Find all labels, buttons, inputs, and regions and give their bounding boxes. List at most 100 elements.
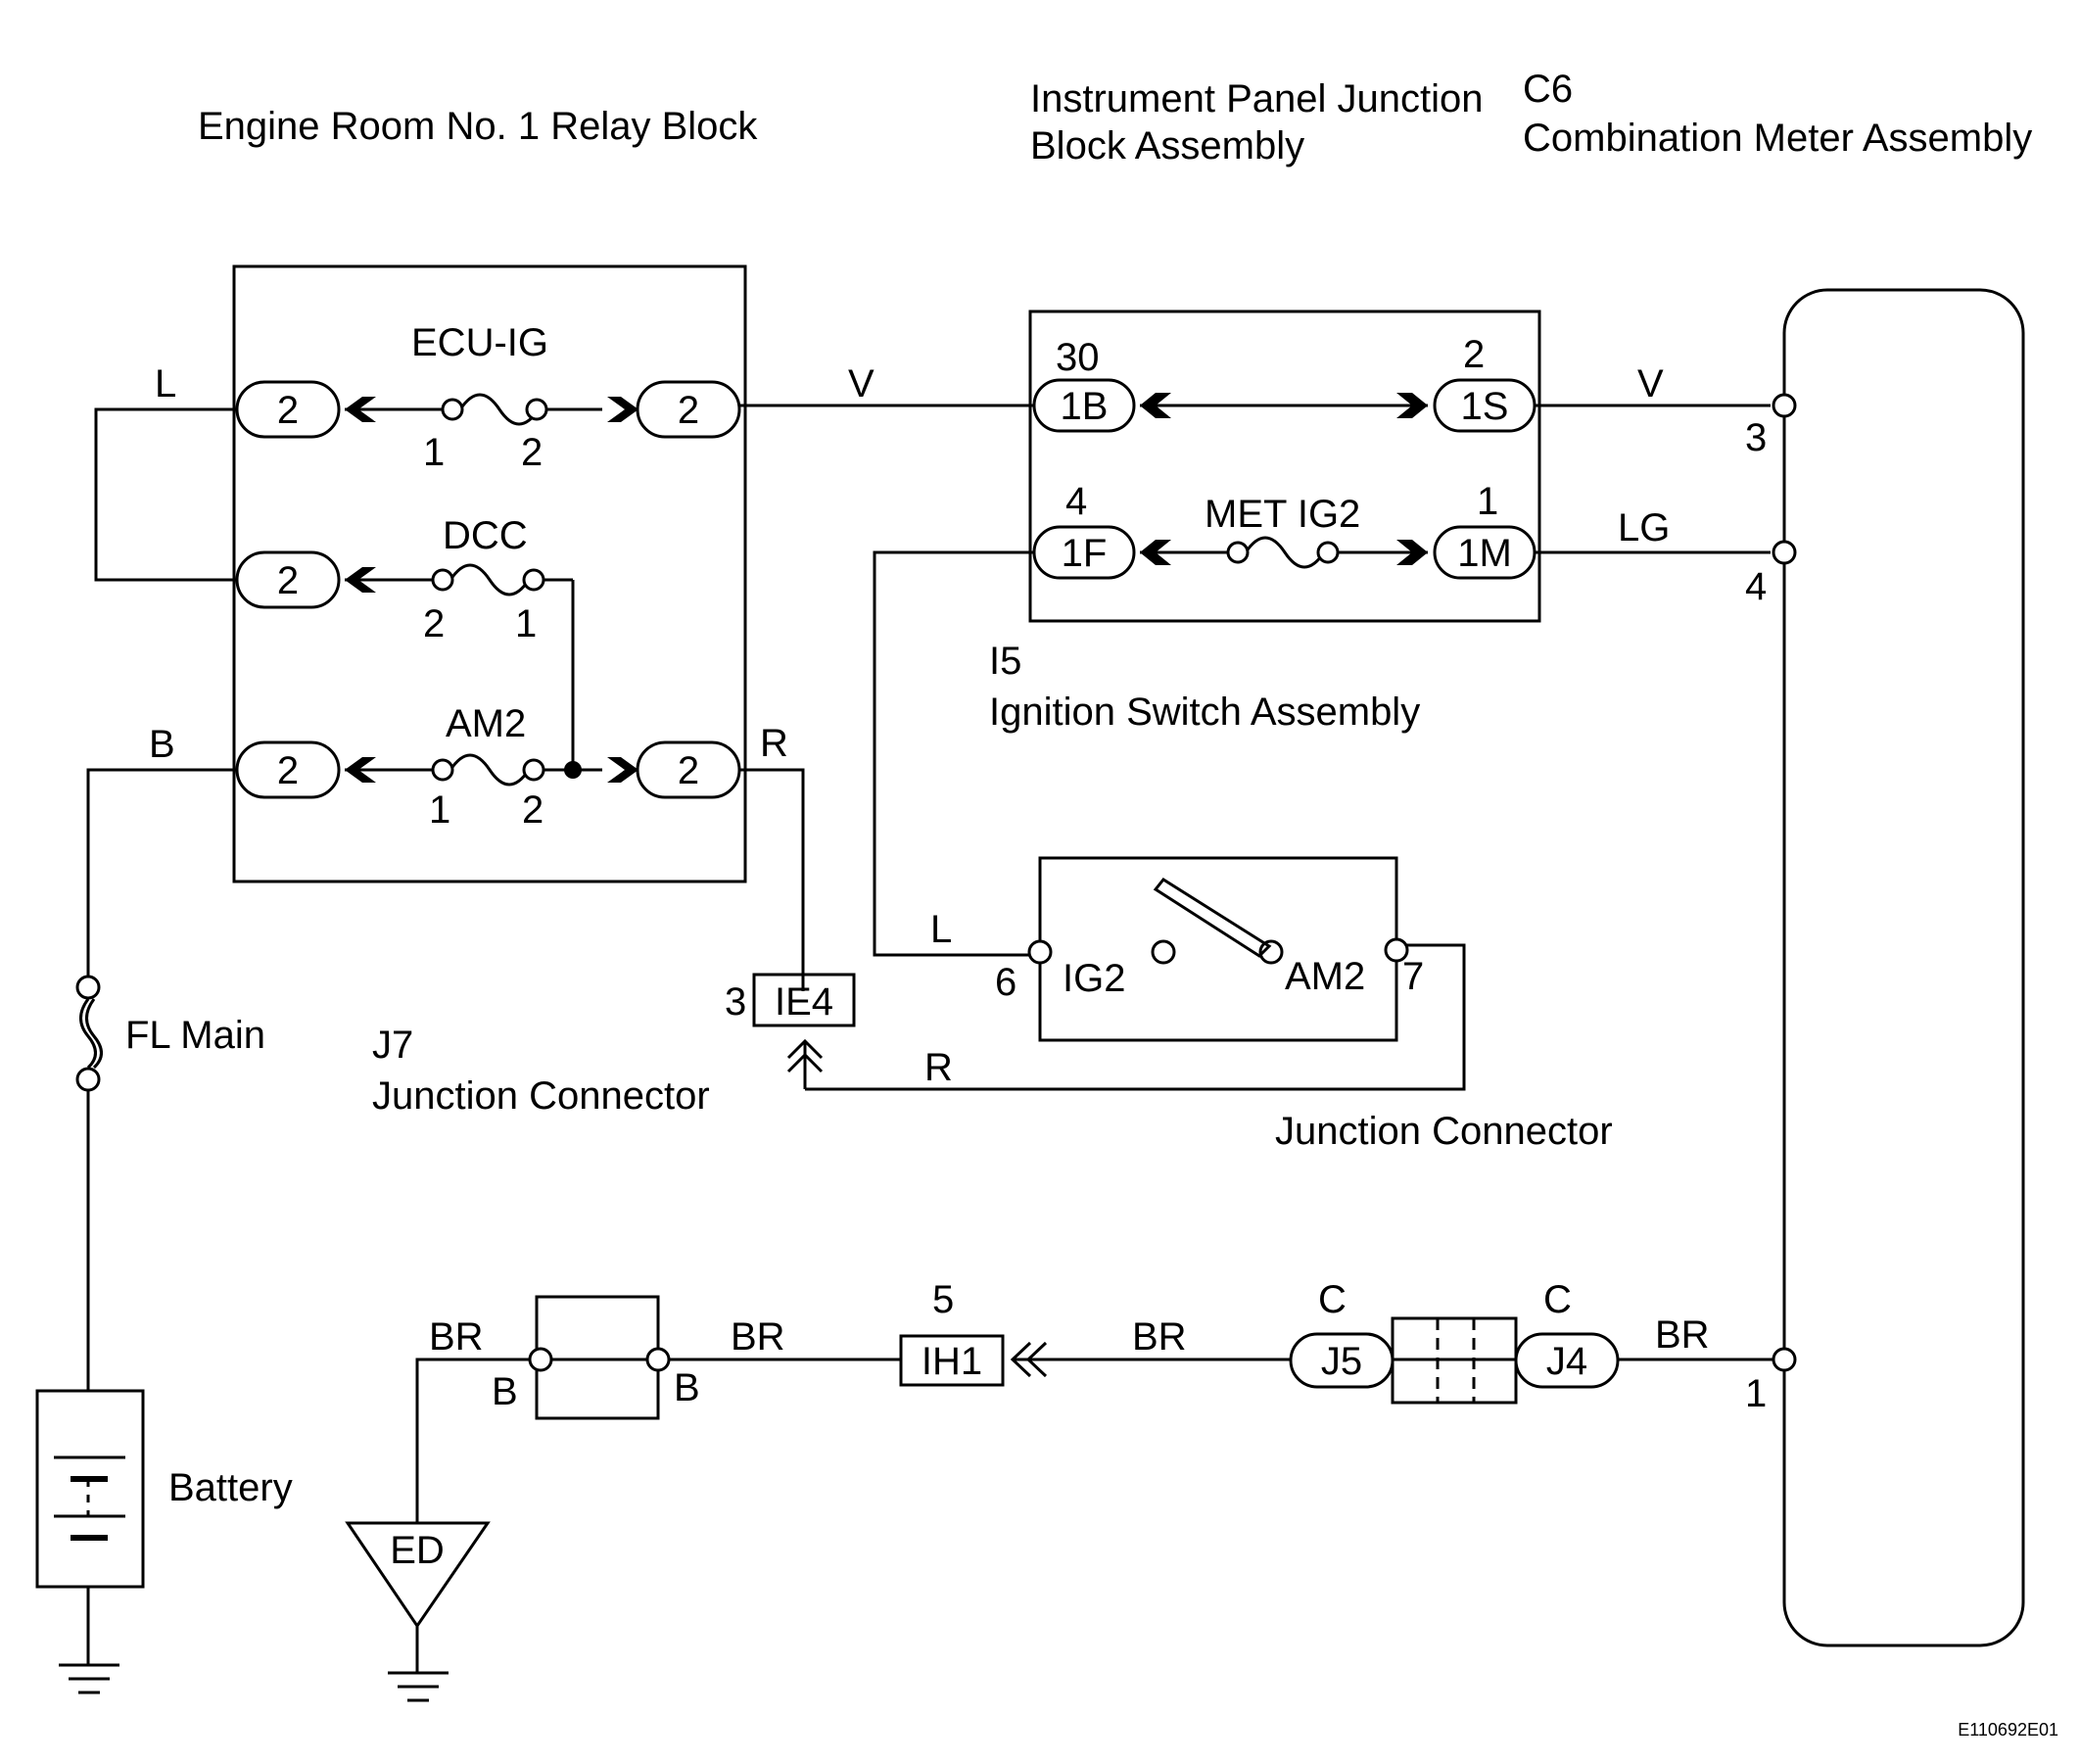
switch-pin-label: 6 bbox=[995, 961, 1016, 1004]
wire-label: BR bbox=[429, 1315, 484, 1359]
relay-block-title: Engine Room No. 1 Relay Block bbox=[198, 105, 758, 148]
ground-ed-label: ED bbox=[390, 1529, 445, 1572]
wire-label: L bbox=[155, 362, 176, 405]
meter-pin-label: 1 bbox=[1745, 1372, 1767, 1415]
meter-pin-3 bbox=[1772, 393, 1797, 418]
fuse-terminal bbox=[1226, 541, 1250, 564]
fuse-ecu-ig-label: ECU-IG bbox=[411, 321, 548, 364]
pin-label: 2 bbox=[1463, 333, 1485, 376]
wire-label: B bbox=[149, 723, 175, 766]
fuse-dcc-label: DCC bbox=[443, 514, 528, 557]
wire-label: V bbox=[848, 362, 875, 405]
junction-connector-label: Junction Connector bbox=[1275, 1110, 1613, 1153]
relay-connector: 2 bbox=[235, 550, 341, 609]
meter-pin-label: 4 bbox=[1745, 565, 1767, 608]
ip-junction-block-outline bbox=[1028, 310, 1541, 623]
ground-block: B B bbox=[492, 1295, 700, 1420]
figure-id: E110692E01 bbox=[1958, 1720, 2058, 1740]
j7-code: J7 bbox=[372, 1024, 413, 1067]
junction-block-dashed bbox=[1391, 1316, 1518, 1405]
battery-label: Battery bbox=[168, 1466, 293, 1509]
meter-pin-4 bbox=[1772, 540, 1797, 565]
ground-ed: ED bbox=[345, 1521, 491, 1702]
wire-r-top bbox=[739, 768, 805, 991]
fuse-ecu-ig: ECU-IG 1 2 bbox=[345, 321, 638, 474]
wire-br-ground bbox=[415, 1358, 529, 1523]
switch-contact-am2 bbox=[1258, 939, 1284, 965]
svg-text:2: 2 bbox=[277, 559, 299, 602]
meter-code: C6 bbox=[1523, 68, 1573, 111]
pin-label: 4 bbox=[1065, 480, 1087, 523]
ih1-pin: 5 bbox=[932, 1278, 954, 1321]
fuse-dcc: DCC 2 1 bbox=[345, 514, 575, 770]
meter-pin-1 bbox=[1772, 1347, 1797, 1372]
switch-pin-6 bbox=[1027, 939, 1053, 965]
pin-label: 2 bbox=[423, 602, 445, 645]
meter-pin-label: 3 bbox=[1745, 416, 1767, 459]
connector-1f: 1F bbox=[1062, 532, 1108, 575]
ground-block-pin: B bbox=[492, 1370, 518, 1413]
connector-j5: C J5 bbox=[1289, 1278, 1395, 1389]
combination-meter-outline bbox=[1782, 288, 2025, 1647]
svg-text:IH1: IH1 bbox=[922, 1340, 982, 1383]
fuse-terminal bbox=[431, 568, 454, 592]
pin-label: 1 bbox=[429, 788, 450, 832]
svg-text:J5: J5 bbox=[1321, 1340, 1362, 1383]
svg-text:2: 2 bbox=[678, 389, 699, 432]
connector-j4: C J4 bbox=[1514, 1278, 1620, 1389]
switch-pin-7 bbox=[1384, 937, 1409, 963]
wire-label: V bbox=[1637, 362, 1664, 405]
battery-symbol bbox=[35, 1389, 145, 1694]
ip-row-1b-1s: 30 2 1B 1S bbox=[1032, 333, 1536, 433]
wire-label: BR bbox=[731, 1315, 785, 1359]
pin-label: 2 bbox=[522, 788, 544, 832]
fuse-am2-label: AM2 bbox=[446, 702, 526, 745]
ground-block-pin: B bbox=[674, 1366, 700, 1409]
ignition-name: Ignition Switch Assembly bbox=[989, 691, 1420, 734]
svg-text:2: 2 bbox=[277, 749, 299, 792]
wire-l-ignition bbox=[873, 550, 1034, 957]
fuse-terminal bbox=[522, 758, 545, 782]
wire-label: LG bbox=[1618, 506, 1670, 549]
ie4-pin: 3 bbox=[725, 980, 746, 1024]
fuse-met-ig2-label: MET IG2 bbox=[1205, 493, 1360, 536]
j5-code: C bbox=[1318, 1278, 1347, 1321]
connector-ie4: IE4 3 bbox=[725, 973, 856, 1089]
fl-main-label: FL Main bbox=[125, 1014, 265, 1057]
pin-label: 1 bbox=[423, 431, 445, 474]
ignition-switch: 6 7 IG2 AM2 bbox=[995, 856, 1424, 1042]
switch-pin-label: 7 bbox=[1402, 955, 1424, 998]
j7-name: Junction Connector bbox=[372, 1074, 710, 1118]
fuse-terminal bbox=[1316, 541, 1340, 564]
wire-label: R bbox=[924, 1046, 953, 1089]
relay-connector: 2 bbox=[235, 740, 341, 799]
relay-connector: 2 bbox=[235, 380, 341, 439]
pin-label: 2 bbox=[521, 431, 543, 474]
pin-label: 1 bbox=[515, 602, 537, 645]
wire-r-bottom bbox=[805, 943, 1466, 1091]
connector-ih1: 5 IH1 bbox=[899, 1278, 1048, 1387]
switch-contact-label: AM2 bbox=[1285, 955, 1365, 998]
connector-1b: 1B bbox=[1061, 385, 1109, 428]
wire-label: R bbox=[760, 722, 788, 765]
relay-block-outline bbox=[232, 264, 747, 883]
fuse-terminal bbox=[522, 568, 545, 592]
ip-row-1f-1m: 4 1 1F 1M MET IG2 bbox=[1032, 480, 1536, 580]
fuse-terminal bbox=[441, 398, 464, 421]
j4-code: C bbox=[1543, 1278, 1572, 1321]
svg-text:2: 2 bbox=[277, 389, 299, 432]
ip-junction-title-line2: Block Assembly bbox=[1030, 124, 1304, 167]
pin-label: 1 bbox=[1477, 480, 1498, 523]
fuse-terminal bbox=[431, 758, 454, 782]
wire-label: BR bbox=[1655, 1313, 1710, 1357]
svg-text:J4: J4 bbox=[1546, 1340, 1587, 1383]
relay-connector: 2 bbox=[636, 740, 741, 799]
wire-label: L bbox=[930, 908, 952, 951]
fuse-am2: AM2 1 2 bbox=[345, 702, 638, 832]
svg-text:IE4: IE4 bbox=[775, 980, 833, 1024]
switch-contact-ig2 bbox=[1151, 939, 1176, 965]
fuse-terminal bbox=[525, 398, 548, 421]
meter-name: Combination Meter Assembly bbox=[1523, 117, 2032, 160]
connector-1s: 1S bbox=[1461, 385, 1509, 428]
